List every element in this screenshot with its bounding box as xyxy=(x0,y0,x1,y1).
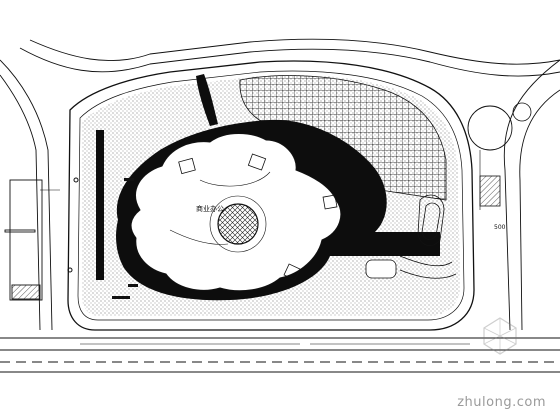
dimension-label: 500 xyxy=(494,224,506,231)
road-edge-right-1 xyxy=(503,59,560,331)
dark-path-top xyxy=(196,74,218,126)
right-structures xyxy=(365,175,501,279)
atrium-ring xyxy=(209,195,267,253)
road-edge-left-outer xyxy=(0,59,53,331)
dimension-marks xyxy=(40,150,481,345)
site-boundary xyxy=(67,60,475,331)
left-road-mark xyxy=(4,229,36,233)
traffic-circle xyxy=(512,102,532,122)
watermark-logo xyxy=(483,317,517,355)
adjacent-parking-left xyxy=(11,284,41,300)
dark-strip-left xyxy=(96,130,104,280)
roads xyxy=(0,38,560,373)
road-edge-top-inner xyxy=(29,38,560,65)
road-edge-right-2 xyxy=(519,89,560,331)
road-edge-top-outer xyxy=(19,47,560,77)
building-details xyxy=(169,153,338,281)
road-edge-left-inner xyxy=(0,74,41,331)
watermark-text: zhulong.com xyxy=(457,395,546,410)
adjacent-block-left xyxy=(9,179,43,301)
roundabout-island xyxy=(467,105,513,151)
left-annotations xyxy=(67,177,138,299)
central-atrium xyxy=(217,203,259,245)
site-boundary-inner xyxy=(77,70,465,321)
building-label: 商业办公 xyxy=(196,204,224,213)
